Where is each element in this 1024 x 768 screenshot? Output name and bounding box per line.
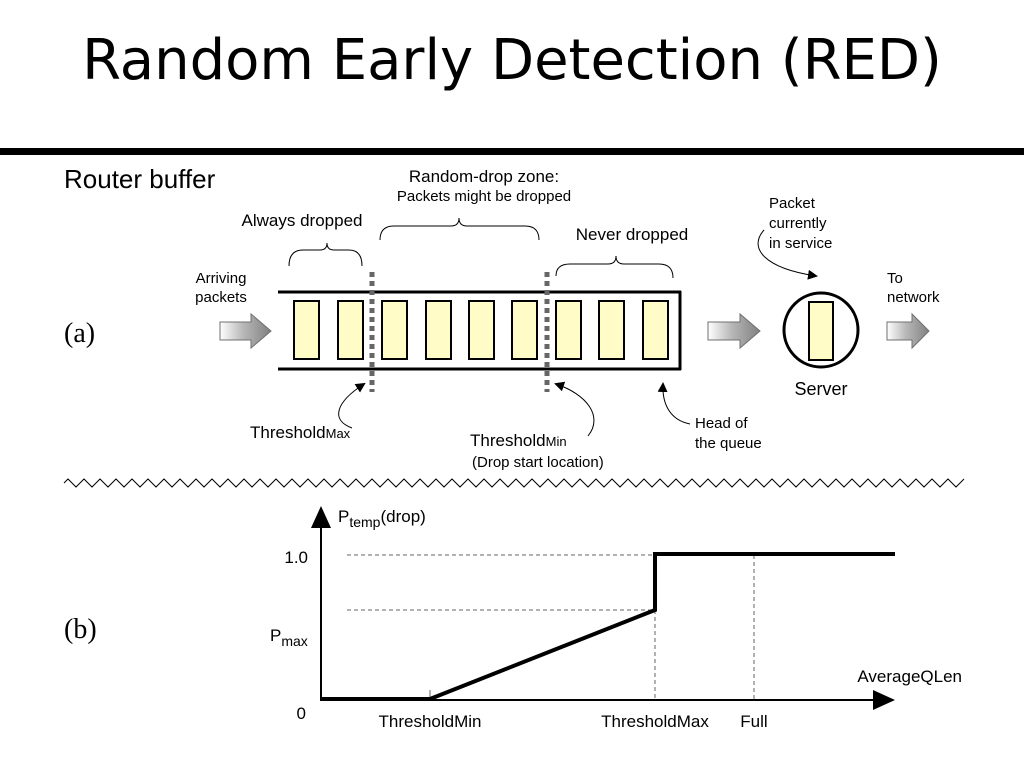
in-service-line1: Packet — [769, 195, 816, 212]
always-dropped-brace — [288, 242, 363, 267]
x-tick-full: Full — [740, 712, 767, 731]
x-tick-threshold-max: ThresholdMax — [601, 712, 709, 731]
title-divider — [0, 148, 1024, 155]
in-service-pointer — [757, 229, 818, 280]
drop-probability-series — [321, 552, 895, 701]
to-server-arrow-icon — [707, 312, 761, 350]
arriving-arrow-icon — [219, 312, 272, 350]
part-a-label: (a) — [64, 318, 95, 349]
to-network-arrow-icon — [886, 312, 930, 350]
to-network-line2: network — [887, 289, 940, 306]
threshold-max-label: ThresholdMax — [250, 423, 351, 442]
in-service-line3: in service — [769, 235, 832, 252]
y-tick-pmax: Pmax — [270, 626, 308, 649]
never-dropped-brace — [555, 255, 674, 279]
y-tick-zero: 0 — [297, 704, 306, 723]
buffer-packet — [425, 300, 452, 360]
slide-title: Random Early Detection (RED) — [82, 28, 942, 93]
head-of-queue-line1: Head of — [695, 415, 748, 432]
y-tick-one: 1.0 — [284, 548, 308, 567]
to-network-line1: To — [887, 270, 903, 287]
buffer-packet — [468, 300, 495, 360]
head-of-queue-pointer — [657, 382, 691, 425]
drop-start-label: (Drop start location) — [472, 454, 604, 471]
section-separator — [63, 478, 965, 488]
arriving-label-line1: Arriving — [196, 270, 247, 287]
arriving-label-line2: packets — [195, 289, 247, 306]
buffer-packet — [511, 300, 538, 360]
buffer-packet — [293, 300, 320, 360]
x-tick-threshold-min: ThresholdMin — [379, 712, 482, 731]
router-buffer-label: Router buffer — [64, 164, 216, 194]
threshold-max-pointer — [338, 382, 366, 429]
never-dropped-label: Never dropped — [576, 225, 688, 244]
threshold-min-label: ThresholdMin — [470, 431, 567, 450]
buffer-packet — [555, 300, 582, 360]
server-label: Server — [794, 379, 847, 399]
buffer-packet — [381, 300, 408, 360]
server-packet — [808, 301, 834, 361]
x-axis-title: AverageQLen — [857, 667, 962, 686]
buffer-packet — [337, 300, 364, 360]
buffer-packets — [293, 300, 669, 360]
random-zone-brace — [379, 217, 540, 241]
buffer-packet — [598, 300, 625, 360]
y-axis-title: Ptemp(drop) — [338, 507, 426, 530]
threshold-min-pointer — [554, 381, 595, 437]
always-dropped-label: Always dropped — [242, 211, 363, 230]
part-b-label: (b) — [64, 614, 97, 645]
random-zone-subtitle: Packets might be dropped — [397, 188, 571, 205]
in-service-line2: currently — [769, 215, 827, 232]
head-of-queue-line2: the queue — [695, 435, 762, 452]
buffer-packet — [642, 300, 669, 360]
random-zone-title: Random-drop zone: — [409, 167, 559, 186]
